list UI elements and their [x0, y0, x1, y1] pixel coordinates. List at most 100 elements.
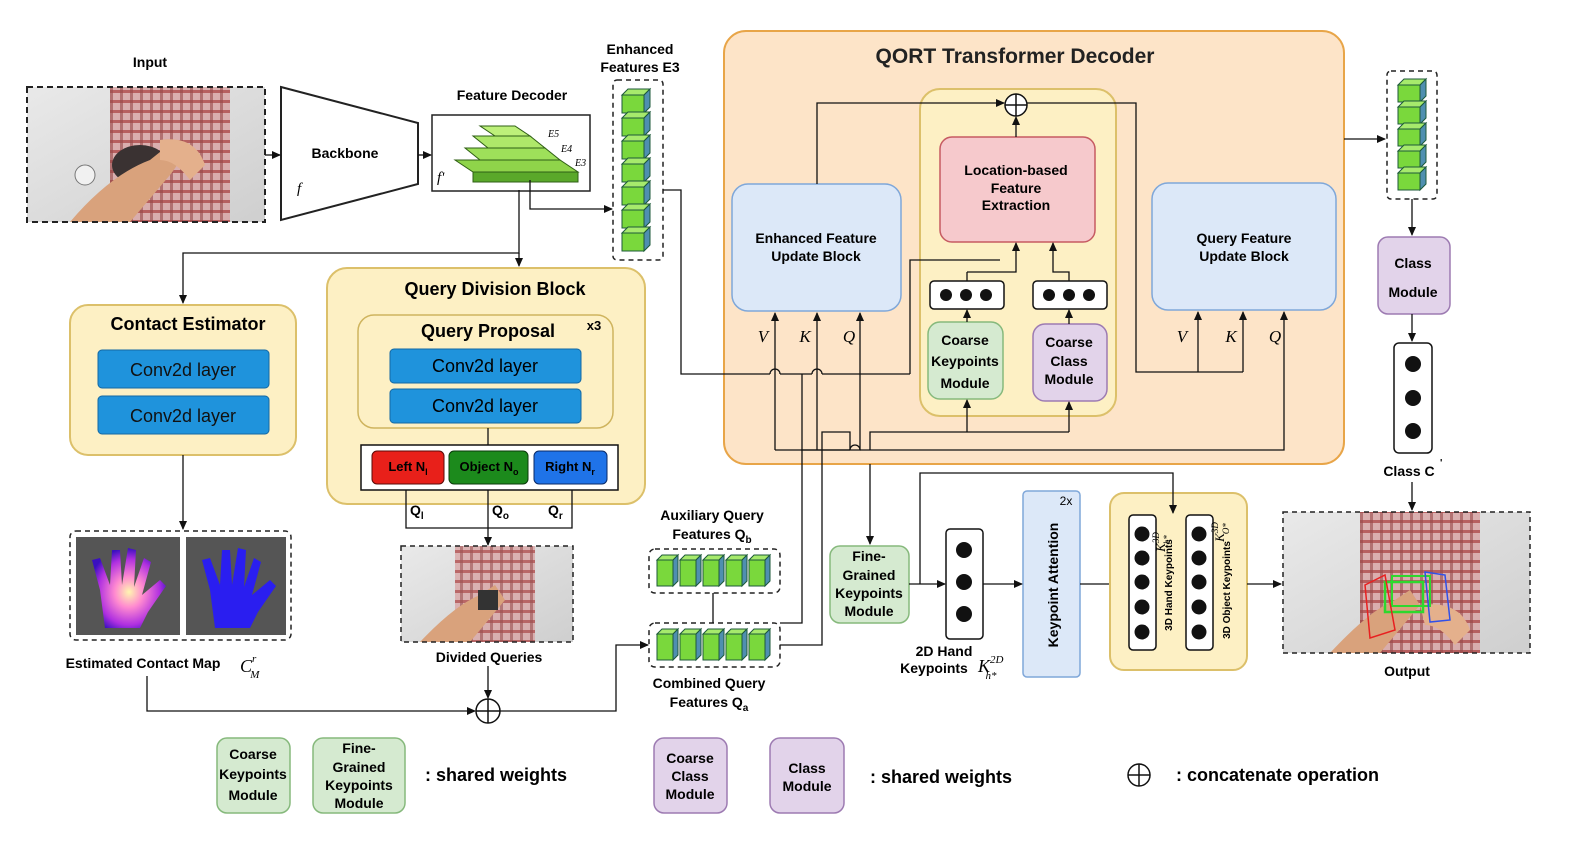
query-update-block	[1151, 182, 1337, 311]
fine-grained-line3: Keypoints	[835, 585, 903, 601]
feature-cube	[621, 209, 645, 229]
backbone-symbol: f	[297, 181, 303, 197]
fine-grained-line1: Fine-	[852, 548, 886, 564]
query-qo: Qo	[492, 502, 509, 522]
contact-conv-1	[97, 349, 270, 389]
fine-grained-line4: Module	[845, 603, 894, 619]
class-module-line1: Class	[1394, 255, 1432, 271]
split-left-label: Left Nl	[388, 459, 427, 477]
hand-3d-symbol: K3Dh*	[1151, 532, 1172, 553]
hand-3d-label: 3D Hand Keypoints	[1164, 539, 1175, 631]
legend-coarse-kp-3: Module	[229, 787, 278, 803]
level-e5: E5	[547, 129, 559, 140]
location-line1: Location-based	[964, 162, 1067, 178]
feature-cube	[621, 117, 645, 137]
legend-fine-kp-4: Module	[335, 795, 384, 811]
enh-input-q: Q	[843, 327, 855, 346]
feature-pyramid	[453, 125, 580, 183]
class-c-prime: '	[1440, 458, 1442, 469]
fine-grained-line2: Grained	[843, 567, 896, 583]
feature-cube	[725, 633, 743, 661]
combined-query-cubes	[655, 627, 772, 662]
input-label: Input	[133, 54, 168, 70]
output-label: Output	[1384, 663, 1430, 679]
legend-fine-kp-1: Fine-	[342, 740, 376, 756]
level-e4: E4	[560, 144, 572, 155]
combined-query-label-2: Features Qa	[670, 694, 749, 714]
coarse-class-line3: Module	[1045, 371, 1094, 387]
feature-cube	[621, 140, 645, 160]
enh-input-k: K	[798, 327, 812, 346]
aux-query-label-1: Auxiliary Query	[660, 507, 764, 523]
query-proposal-repeat: x3	[587, 318, 601, 333]
feature-cube	[1397, 84, 1421, 103]
divided-queries-label: Divided Queries	[436, 649, 543, 665]
split-left	[371, 450, 445, 485]
feature-cube	[718, 627, 725, 662]
divided-queries-image	[400, 545, 574, 643]
enhanced-features-label-2: Features E3	[600, 59, 680, 75]
contact-conv-1-label: Conv2d layer	[130, 360, 236, 380]
query-update-line2: Update Block	[1199, 248, 1289, 264]
legend-coarse-class-1: Coarse	[666, 750, 714, 766]
query-merge-line	[405, 490, 573, 529]
object-3d-symbol: K3DO*	[1210, 522, 1231, 543]
hand-2d-line1: 2D Hand	[916, 643, 973, 659]
feature-cube	[748, 633, 766, 661]
enhanced-features-stack	[620, 87, 652, 253]
feature-cube	[656, 633, 674, 661]
feature-cube	[656, 559, 674, 587]
legend-shared-2: : shared weights	[870, 767, 1012, 787]
query-division-title: Query Division Block	[404, 279, 586, 299]
contact-estimator-title: Contact Estimator	[110, 314, 265, 334]
feature-cube	[695, 627, 702, 662]
qry-input-k: K	[1224, 327, 1238, 346]
feature-cube	[741, 627, 748, 662]
enh-input-v: V	[758, 327, 771, 346]
feature-cube	[672, 627, 679, 662]
legend-coarse-kp-1: Coarse	[229, 746, 277, 762]
proposal-conv-1	[389, 348, 582, 384]
legend-coarse-class	[653, 737, 728, 814]
connectors	[146, 99, 1416, 715]
level-e3: E3	[574, 158, 586, 169]
coarse-kp-line3: Module	[941, 375, 990, 391]
legend-fine-kp-3: Keypoints	[325, 777, 393, 793]
legend-class-module	[769, 737, 845, 814]
decoder-symbol: f'	[437, 170, 445, 186]
legend-coarse-kp	[216, 737, 291, 814]
backbone-label: Backbone	[312, 145, 379, 161]
feature-cube	[695, 553, 702, 588]
qort-title: QORT Transformer Decoder	[876, 45, 1155, 68]
feature-cube	[702, 559, 720, 587]
class-module-line2: Module	[1389, 284, 1438, 300]
feature-cube	[679, 559, 697, 587]
legend-class-module-1: Class	[788, 760, 826, 776]
split-right-label: Right Nr	[545, 459, 595, 477]
input-image	[26, 86, 266, 223]
feature-cube	[621, 186, 645, 206]
legend-coarse-class-2: Class	[671, 768, 709, 784]
coarse-kp-line1: Coarse	[941, 332, 989, 348]
legend-coarse-kp-2: Keypoints	[219, 766, 287, 782]
split-object-label: Object No	[460, 459, 519, 477]
coarse-class-line2: Class	[1050, 353, 1088, 369]
legend-concat: : concatenate operation	[1176, 765, 1379, 785]
feature-cube	[1397, 172, 1421, 191]
feature-cube	[1397, 106, 1421, 125]
location-line2: Feature	[991, 180, 1042, 196]
enhanced-update-line1: Enhanced Feature	[755, 230, 877, 246]
split-right	[533, 450, 608, 485]
feature-cube	[764, 553, 771, 588]
object-3d-label: 3D Object Keypoints	[1222, 541, 1233, 639]
backbone-block	[280, 85, 419, 222]
feature-cube	[741, 553, 748, 588]
output-image	[1282, 511, 1531, 654]
feature-cube	[1397, 150, 1421, 169]
contact-map-image	[76, 537, 286, 635]
feature-cube	[672, 553, 679, 588]
class-c-label: Class C	[1383, 463, 1434, 479]
proposal-conv-1-label: Conv2d layer	[432, 356, 538, 376]
